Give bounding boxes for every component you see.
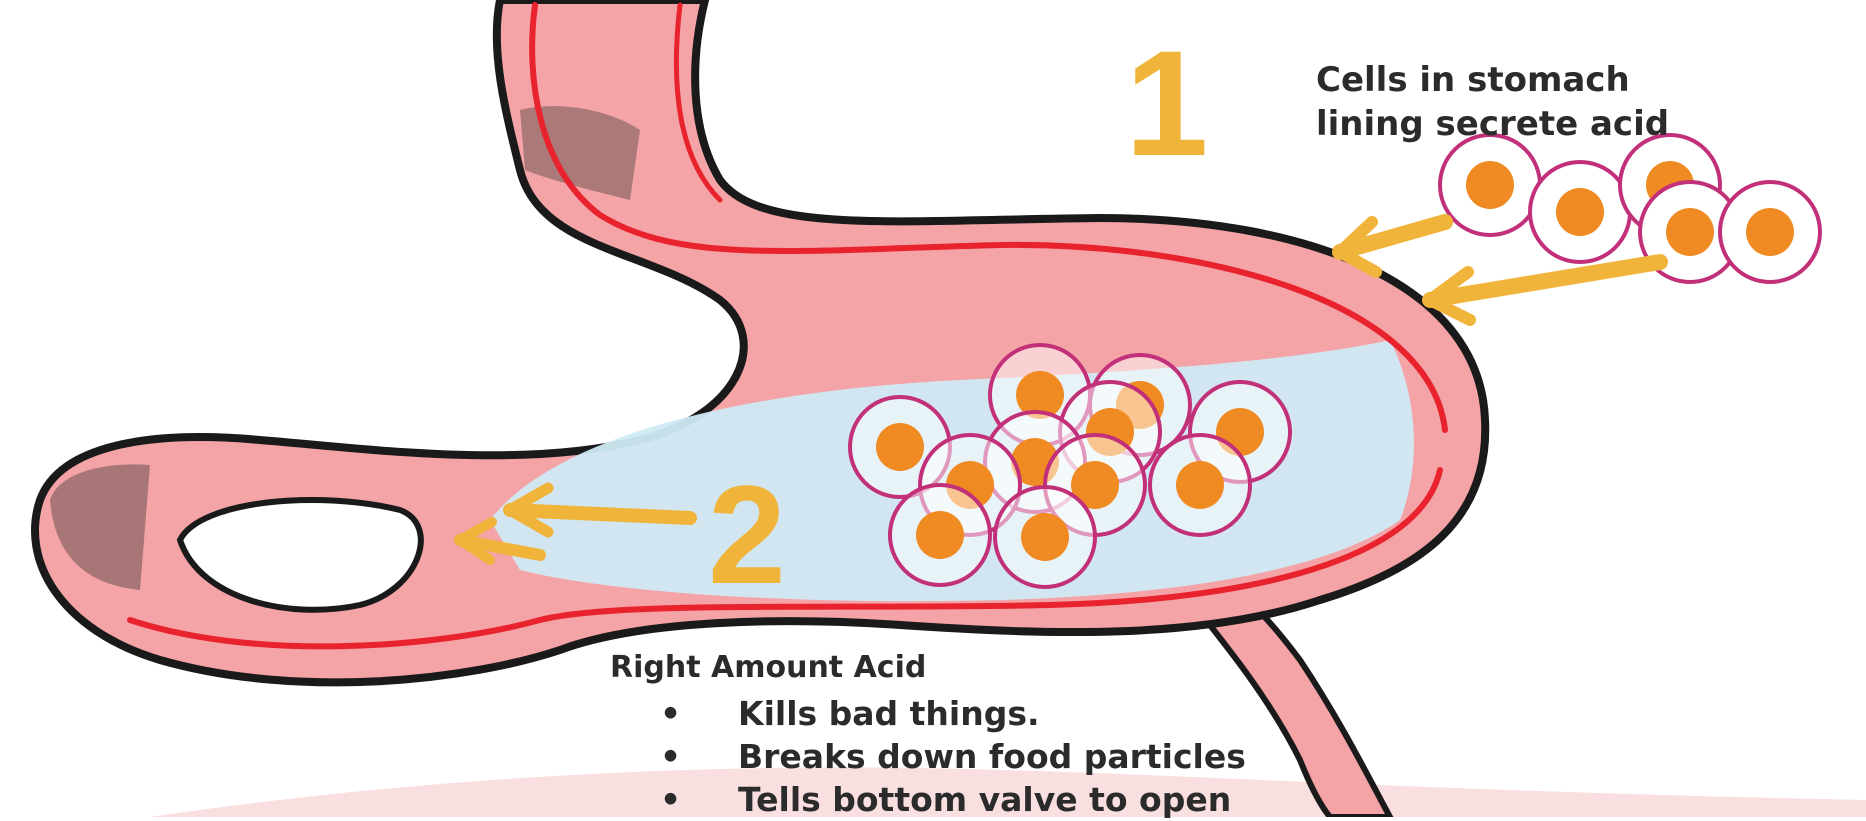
bullet-item: Kills bad things. bbox=[660, 692, 1246, 735]
acid-cell bbox=[1150, 435, 1250, 535]
acid-cell bbox=[1720, 182, 1820, 282]
step-number-1: 1 bbox=[1125, 28, 1208, 178]
step-2-title: Right Amount Acid bbox=[610, 650, 926, 685]
step-2-bullet-list: Kills bad things. Breaks down food parti… bbox=[660, 692, 1246, 821]
acid-cell bbox=[1530, 162, 1630, 262]
acid-cell bbox=[1440, 135, 1540, 235]
acid-cell bbox=[995, 487, 1095, 587]
step-1-caption-line: Cells in stomach bbox=[1316, 58, 1669, 102]
step-1-caption: Cells in stomach lining secrete acid bbox=[1316, 58, 1669, 146]
step-number-2: 2 bbox=[708, 465, 786, 605]
acid-cell bbox=[890, 485, 990, 585]
bullet-item: Breaks down food particles bbox=[660, 735, 1246, 778]
arrow-icon bbox=[510, 510, 690, 518]
step-1-caption-line: lining secrete acid bbox=[1316, 102, 1669, 146]
bullet-item: Tells bottom valve to open bbox=[660, 778, 1246, 821]
